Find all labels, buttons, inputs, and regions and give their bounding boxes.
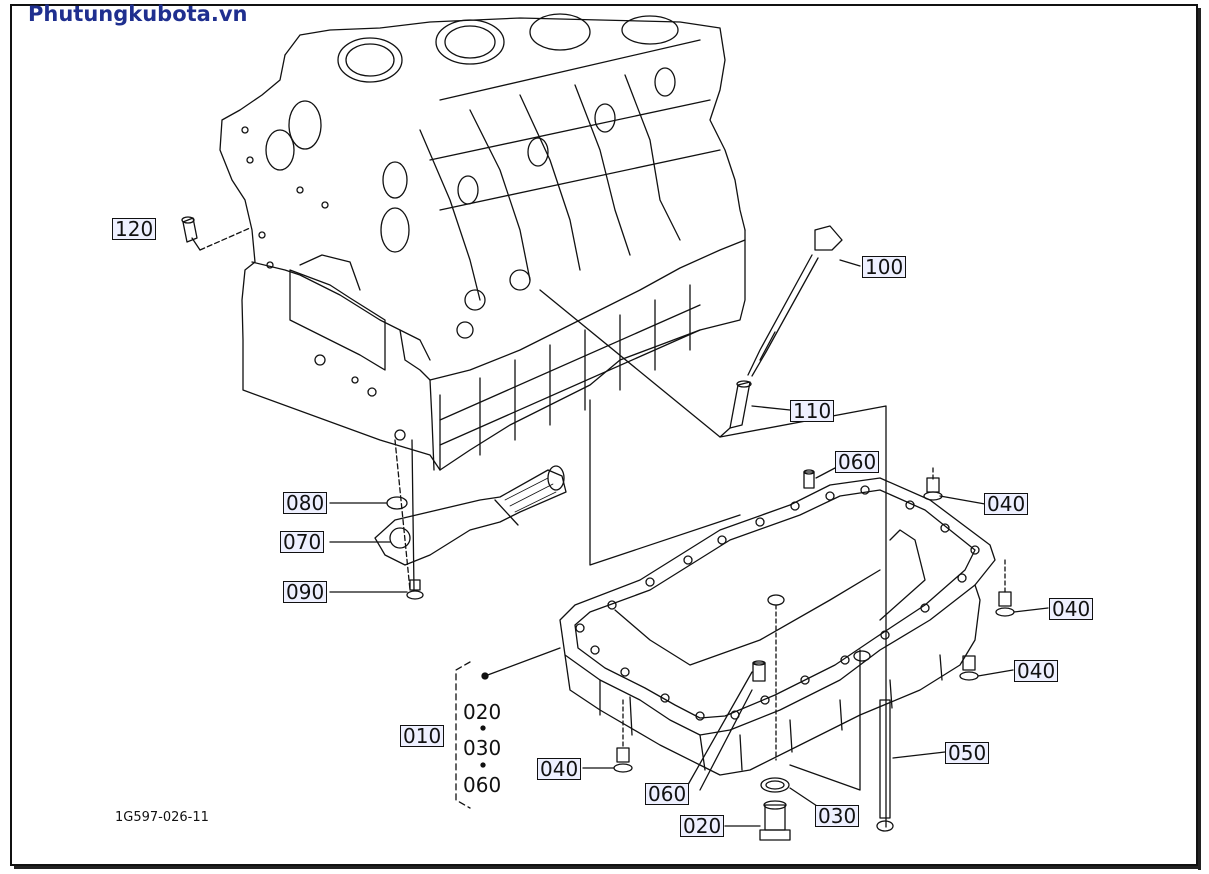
callout-020[interactable]: 020 (680, 815, 725, 837)
bolt-040-b (995, 559, 1049, 617)
site-title[interactable]: Phutungkubota.vn (28, 2, 248, 26)
callout-080[interactable]: 080 (283, 492, 328, 514)
callout-030[interactable]: 030 (815, 805, 860, 827)
callout-040-right[interactable]: 040 (1049, 598, 1094, 620)
dipstick-100 (747, 225, 861, 377)
callout-100[interactable]: 100 (862, 256, 907, 278)
gasket-030 (760, 649, 861, 809)
callout-070[interactable]: 070 (280, 531, 325, 553)
callout-040-mid[interactable]: 040 (1014, 660, 1059, 682)
drain-plug-020 (724, 800, 791, 841)
callout-090[interactable]: 090 (283, 581, 328, 603)
kit-item-030: 030 (463, 736, 502, 760)
dowel-060-top (803, 467, 836, 489)
o-ring-080 (386, 496, 408, 510)
frame-shadow-bottom (14, 866, 1201, 869)
callout-050[interactable]: 050 (945, 742, 990, 764)
dowel-060-bottom (684, 660, 766, 791)
callout-120[interactable]: 120 (112, 218, 157, 240)
drawing-frame (10, 4, 1198, 866)
engine-block (219, 13, 746, 471)
callout-040-left[interactable]: 040 (537, 758, 582, 780)
callout-060-bottom[interactable]: 060 (645, 783, 690, 805)
guide-tube-110 (539, 289, 887, 828)
frame-shadow-right (1198, 8, 1201, 870)
callout-110[interactable]: 110 (790, 400, 835, 422)
plug-120 (181, 216, 201, 251)
bolt-040-c (959, 655, 1014, 681)
oil-pan (559, 477, 996, 776)
long-bolt-050 (876, 699, 946, 832)
drawing-code: 1G597-026-11 (115, 810, 209, 825)
bolt-040-d (582, 699, 633, 773)
oil-strainer-070 (329, 465, 567, 566)
callout-010[interactable]: 010 (400, 725, 445, 747)
callout-040-top[interactable]: 040 (984, 493, 1029, 515)
callout-060-top[interactable]: 060 (835, 451, 880, 473)
bolt-040-a (923, 467, 986, 505)
bolt-090 (329, 579, 424, 600)
kit-item-020: 020 (463, 700, 502, 724)
kit-item-060: 060 (463, 773, 502, 797)
